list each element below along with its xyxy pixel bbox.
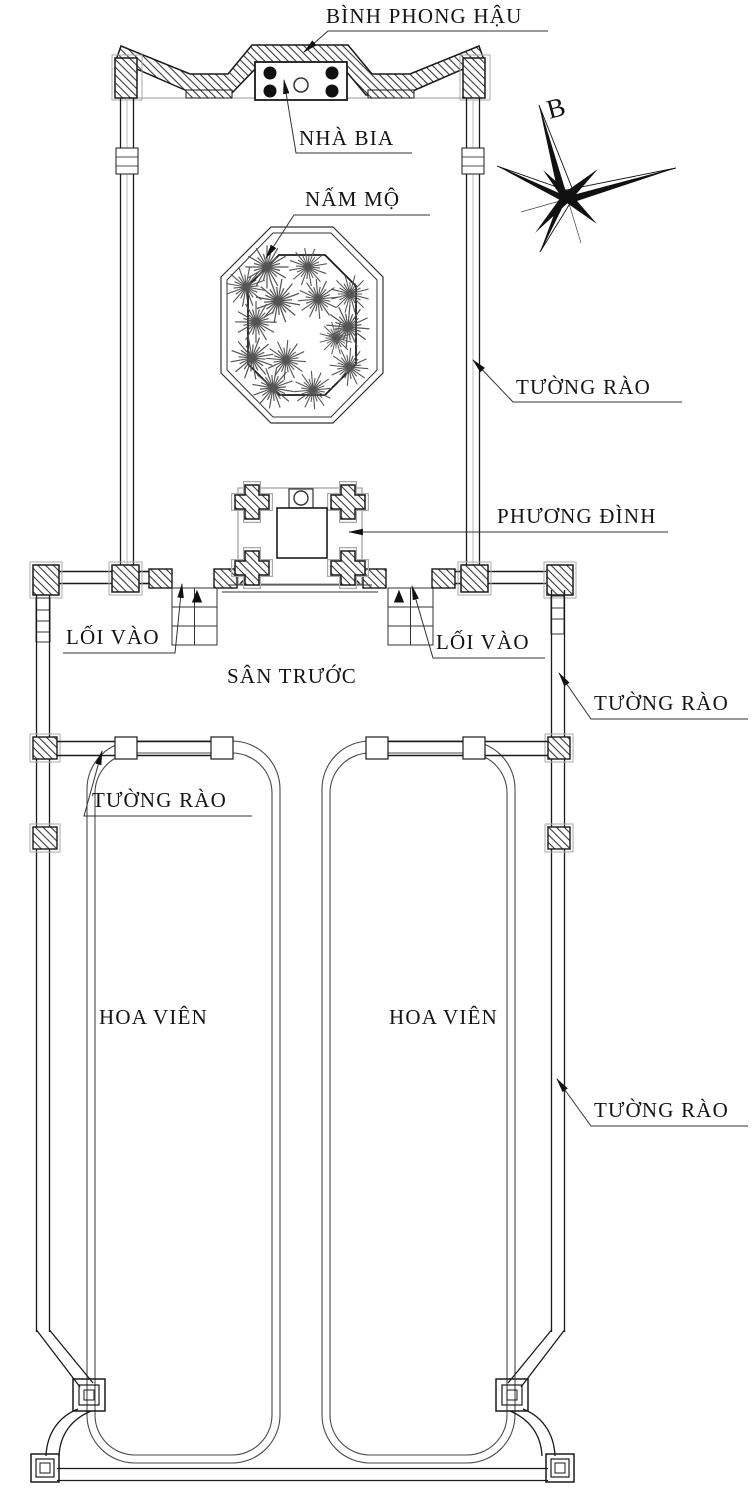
bottom-boundary — [30, 1329, 575, 1483]
label-fence-wall-lower: TƯỜNG RÀO — [594, 1098, 730, 1122]
label-pavilion: PHƯƠNG ĐÌNH — [497, 504, 657, 528]
middle-fence-wall — [57, 736, 548, 760]
entrance-steps-right — [387, 587, 434, 646]
garden-bed-right — [321, 740, 516, 1464]
grave-mound — [217, 226, 384, 424]
lower-side-walls — [29, 590, 574, 1332]
annotation-leaders — [63, 30, 748, 1127]
label-fence-wall-upper: TƯỜNG RÀO — [516, 375, 652, 399]
pavilion — [222, 481, 378, 593]
label-stele-house: NHÀ BIA — [299, 126, 395, 150]
label-front-yard: SÂN TRƯỚC — [227, 664, 357, 688]
garden-bed-left — [86, 740, 281, 1464]
label-entrance-right: LỐI VÀO — [436, 630, 530, 654]
label-entrance-left: LỐI VÀO — [66, 625, 160, 649]
upper-side-walls — [115, 98, 485, 565]
label-flower-garden-left: HOA VIÊN — [99, 1005, 208, 1029]
north-arrow-icon — [496, 104, 677, 253]
label-fence-wall-inner: TƯỜNG RÀO — [92, 788, 228, 812]
label-fence-wall-mid: TƯỜNG RÀO — [594, 691, 730, 715]
label-grave-mound: NẤM MỘ — [305, 187, 401, 211]
label-rear-screen: BÌNH PHONG HẬU — [326, 4, 523, 28]
stele-house — [254, 61, 348, 101]
label-flower-garden-right: HOA VIÊN — [389, 1005, 498, 1029]
shrub-symbols — [217, 241, 378, 417]
rear-screen-wall — [111, 44, 491, 101]
